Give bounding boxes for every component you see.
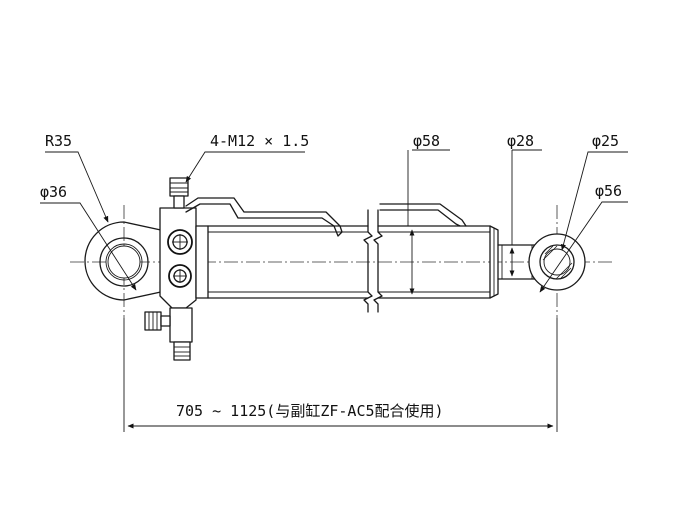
diameter-label-d28: φ28 xyxy=(507,132,534,150)
diameter-label-d58: φ58 xyxy=(413,132,440,150)
valve-block xyxy=(144,177,197,361)
rear-eye xyxy=(84,221,171,301)
oil-pipe xyxy=(185,197,467,237)
radius-label-r35: R35 xyxy=(45,132,72,150)
diameter-label-d56: φ56 xyxy=(595,182,622,200)
overall-length-label: 705 ~ 1125(与副缸ZF-AC5配合使用) xyxy=(176,402,444,420)
rod-eye xyxy=(528,233,586,291)
port-thread-label: 4-M12 × 1.5 xyxy=(210,132,309,150)
diameter-label-d36: φ36 xyxy=(40,183,67,201)
diameter-label-d25: φ25 xyxy=(592,132,619,150)
cylinder-barrel xyxy=(195,209,499,313)
